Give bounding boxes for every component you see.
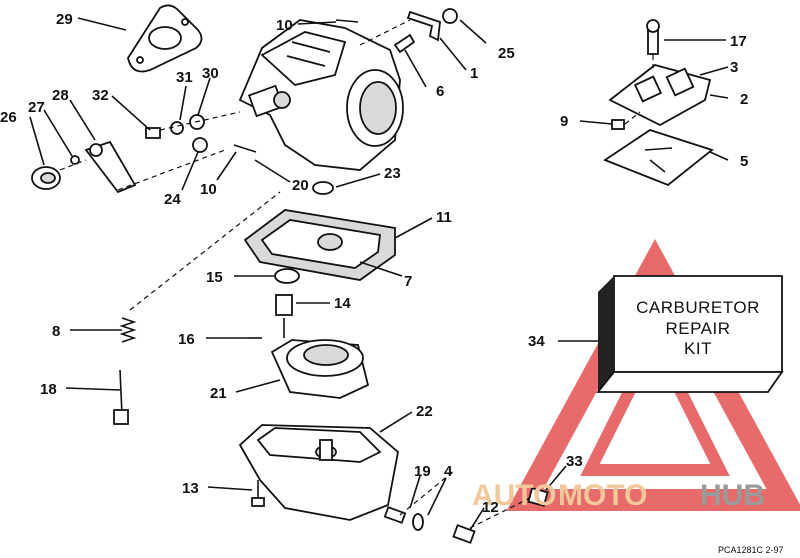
label-1: 1 (470, 65, 478, 82)
watermark-part-2: MOTO (558, 479, 647, 512)
label-18: 18 (40, 381, 57, 398)
part-17-screw (646, 19, 660, 55)
part-15-ring (274, 268, 300, 284)
kit-label-line-2: REPAIR (665, 319, 730, 338)
label-10-bottom: 10 (200, 181, 217, 198)
part-18-needle-screw (113, 369, 129, 425)
part-24-nut (192, 137, 208, 153)
label-10-top: 10 (276, 17, 293, 34)
label-7: 7 (404, 273, 412, 290)
label-21: 21 (210, 385, 227, 402)
part-5-gasket (603, 129, 714, 187)
part-number-labels: 29 10 25 1 6 17 3 2 9 5 30 31 32 28 27 2… (0, 11, 748, 516)
label-12: 12 (482, 499, 499, 516)
part-26-bushing (31, 166, 61, 190)
assembly-lines (59, 19, 654, 529)
part-6-screw (393, 33, 416, 54)
label-15: 15 (206, 269, 223, 286)
part-22-float-bowl (238, 424, 399, 521)
label-20: 20 (292, 177, 309, 194)
drawing-code: PCA1281C 2-97 (718, 545, 784, 555)
label-3: 3 (730, 59, 738, 76)
label-19: 19 (414, 463, 431, 480)
label-16: 16 (178, 331, 195, 348)
label-32: 32 (92, 87, 109, 104)
label-2: 2 (740, 91, 748, 108)
part-23-ring (312, 181, 334, 195)
watermark-part-3: HUB (700, 479, 765, 512)
label-23: 23 (384, 165, 401, 182)
label-26: 26 (0, 109, 17, 126)
label-29: 29 (56, 11, 73, 28)
watermark-part-1: AUTO (472, 479, 556, 512)
label-4: 4 (444, 463, 453, 480)
kit-label-line-1: CARBURETOR (636, 298, 760, 317)
part-27-clip (70, 155, 80, 165)
part-9-screw (611, 119, 625, 130)
label-8: 8 (52, 323, 60, 340)
part-8-spring (119, 317, 137, 343)
part-33-fitting (527, 487, 549, 507)
part-11-gasket (243, 209, 396, 281)
part-32-screw (145, 127, 161, 139)
part-10-pin-top (335, 19, 359, 23)
label-28: 28 (52, 87, 69, 104)
part-29-gasket (127, 4, 203, 73)
part-14-valve (275, 294, 293, 338)
kit-label-line-3: KIT (684, 339, 712, 358)
watermark-text: AUTO MOTO HUB (472, 479, 765, 512)
label-34: 34 (528, 333, 545, 350)
label-9: 9 (560, 113, 568, 130)
part-31-washer (170, 121, 184, 135)
part-12-plug (452, 524, 476, 544)
part-19-screw (383, 506, 407, 524)
label-5: 5 (740, 153, 748, 170)
part-4-washer (412, 513, 424, 531)
part-1-bracket (406, 10, 441, 42)
label-30: 30 (202, 65, 219, 82)
label-31: 31 (176, 69, 193, 86)
part-10-pin-bottom (233, 144, 257, 153)
part-25-screw (442, 8, 458, 24)
part-2-cover (608, 64, 712, 127)
label-14: 14 (334, 295, 351, 312)
label-27: 27 (28, 99, 45, 116)
part-13-screw (251, 480, 265, 507)
label-13: 13 (182, 480, 199, 497)
label-22: 22 (416, 403, 433, 420)
part-34-repair-kit-box: CARBURETOR REPAIR KIT (596, 275, 784, 393)
part-28-lever (84, 140, 137, 194)
part-carburetor-body (238, 19, 404, 171)
leader-lines (29, 17, 729, 531)
label-33: 33 (566, 453, 583, 470)
label-25: 25 (498, 45, 515, 62)
label-24: 24 (164, 191, 181, 208)
label-17: 17 (730, 33, 747, 50)
part-21-float (270, 339, 370, 399)
label-11: 11 (436, 209, 452, 226)
label-6: 6 (436, 83, 444, 100)
